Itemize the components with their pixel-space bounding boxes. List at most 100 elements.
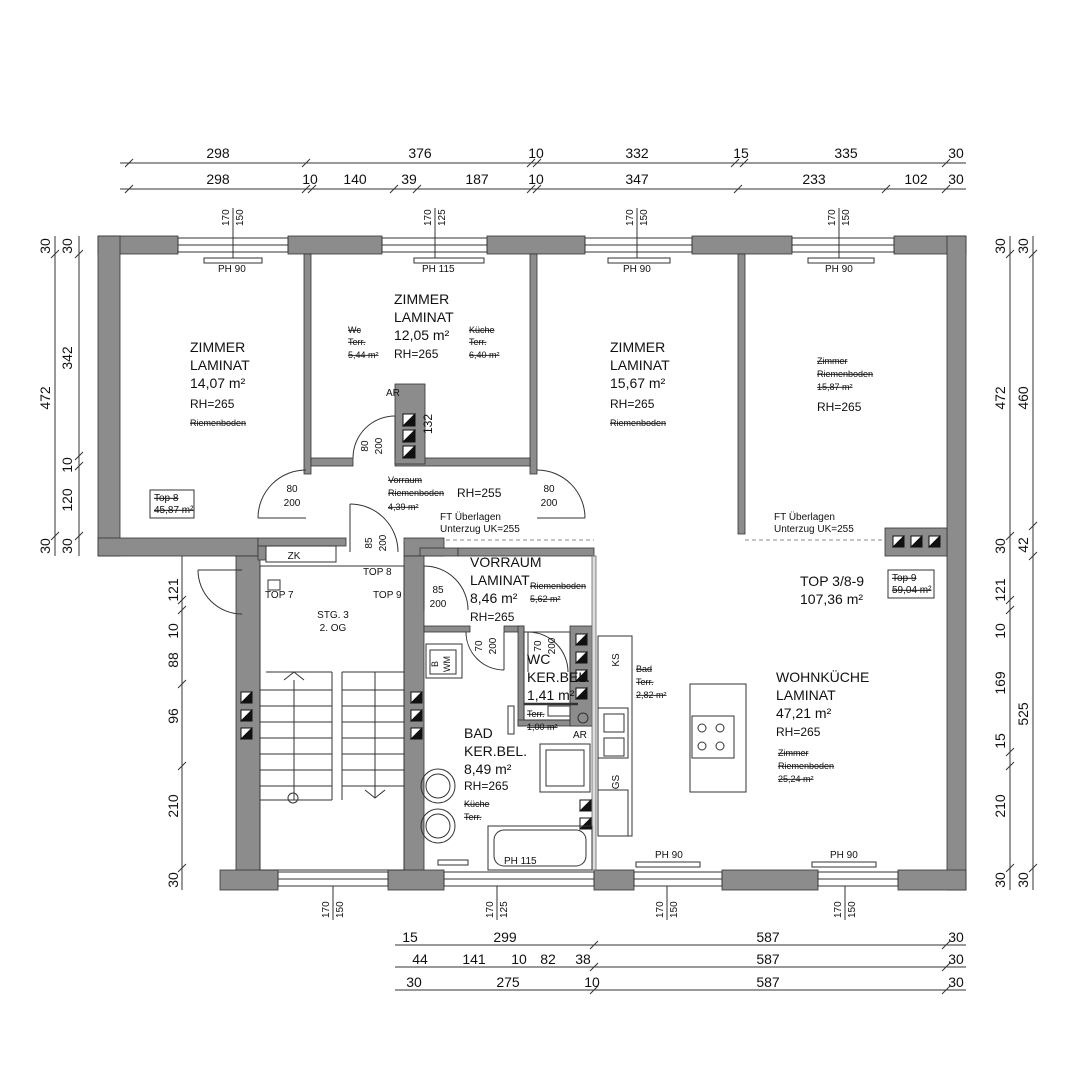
vorraum-top-old3: 4,39 m² xyxy=(388,502,419,512)
vorraum-old1: Riemenboden xyxy=(530,581,586,591)
shaft-markers xyxy=(239,412,941,830)
door3-w: 80 xyxy=(360,440,371,452)
dimension-lines xyxy=(54,162,1034,991)
win1-w: 170 xyxy=(221,209,232,226)
room3-floor: LAMINAT xyxy=(610,357,670,373)
dim-bot3-30: 30 xyxy=(406,974,422,990)
b-label: B xyxy=(430,661,440,667)
room3-old: Riemenboden xyxy=(610,418,666,428)
dim-left-30a: 30 xyxy=(37,238,53,254)
dim-lower-10: 10 xyxy=(165,623,181,639)
dim-rlower-169: 169 xyxy=(992,671,1008,695)
vorraum-top-old1: Vorraum xyxy=(388,475,422,485)
ft2-line2: Unterzug UK=255 xyxy=(774,524,854,535)
door2-w: 80 xyxy=(543,484,555,495)
win4-ph: PH 90 xyxy=(825,264,853,275)
bad-name: BAD xyxy=(464,725,493,741)
door5-h: 200 xyxy=(430,599,447,610)
dim-top2-10: 10 xyxy=(302,171,318,187)
wohn-rh: RH=265 xyxy=(776,725,821,739)
room2-floor: LAMINAT xyxy=(394,309,454,325)
room4-old1: Zimmer xyxy=(817,356,848,366)
dim-bot3-587: 587 xyxy=(756,974,780,990)
wohn-old3: 25,24 m² xyxy=(778,774,814,784)
dim-top2-39: 39 xyxy=(401,171,417,187)
dim-top2-102: 102 xyxy=(904,171,928,187)
room1-floor: LAMINAT xyxy=(190,357,250,373)
fixtures xyxy=(149,415,935,871)
wc-area: 1,41 m² xyxy=(527,687,575,703)
badterr-old3: 2,82 m² xyxy=(636,690,667,700)
win3-w: 170 xyxy=(625,209,636,226)
dim-bot1-587: 587 xyxy=(756,929,780,945)
room1-rh: RH=265 xyxy=(190,397,235,411)
room2-old-area1: 5,44 m² xyxy=(348,350,379,360)
badterr-old1: Bad xyxy=(636,664,652,674)
bad-floor: KER.BEL. xyxy=(464,743,527,759)
dim-top-10: 10 xyxy=(528,145,544,161)
dim-top-30: 30 xyxy=(948,145,964,161)
wc-old2: 1,00 m² xyxy=(527,722,558,732)
ft1-line2: Unterzug UK=255 xyxy=(440,524,520,535)
vorraum-area: 8,46 m² xyxy=(470,590,518,606)
room4-rh: RH=265 xyxy=(817,400,862,414)
winb-ph115: PH 115 xyxy=(504,856,537,867)
ft2-line1: FT Überlagen xyxy=(774,511,835,523)
ar1-label: AR xyxy=(386,388,400,399)
floor-label: 2. OG xyxy=(320,623,347,634)
dim-bot1-299: 299 xyxy=(493,929,517,945)
wohn-old2: Riemenboden xyxy=(778,761,834,771)
wc-old1: Terr. xyxy=(527,709,545,719)
dim-rlower-210: 210 xyxy=(992,794,1008,818)
room2-old-kueche: Küche xyxy=(469,325,495,335)
misc-labels: Top 8 45,87 m² Top 9 59,04 m² TOP 3/8-9 … xyxy=(154,388,932,789)
dim-rlower-121: 121 xyxy=(992,578,1008,602)
room1-name: ZIMMER xyxy=(190,339,245,355)
wohn-floor: LAMINAT xyxy=(776,687,836,703)
wc-floor: KER.BEL. xyxy=(527,669,590,685)
dim-bot2-10: 10 xyxy=(511,951,527,967)
dim-top2-233: 233 xyxy=(802,171,826,187)
dim-bot2-30: 30 xyxy=(948,951,964,967)
winb-ph90a: PH 90 xyxy=(655,850,683,861)
window-labels: 170 150 PH 90 170 125 PH 115 170 150 PH … xyxy=(218,209,858,918)
wohn-name: WOHNKÜCHE xyxy=(776,668,869,685)
badterr-old2: Terr. xyxy=(636,677,654,687)
top-total-label: TOP 3/8-9 xyxy=(800,573,864,589)
dim-bot2-44: 44 xyxy=(412,951,428,967)
dimension-text: 298 376 10 332 15 335 30 298 10 140 39 1… xyxy=(206,145,964,990)
dim-bot1-30: 30 xyxy=(948,929,964,945)
dimension-ticks xyxy=(50,158,1038,995)
win4-w: 170 xyxy=(827,209,838,226)
winb1-h: 150 xyxy=(335,901,346,918)
dim-bot2-38: 38 xyxy=(575,951,591,967)
dim-right2-525: 525 xyxy=(1015,702,1031,726)
room4-old3: 15,87 m² xyxy=(817,382,853,392)
win1-ph: PH 90 xyxy=(218,264,246,275)
room2-name: ZIMMER xyxy=(394,291,449,307)
dim-rlower-15: 15 xyxy=(992,733,1008,749)
winb3-w: 170 xyxy=(655,901,666,918)
dim-lower-30: 30 xyxy=(165,872,181,888)
top9-old-area: 59,04 m² xyxy=(892,585,932,596)
room2-old-wc: Wc xyxy=(348,325,361,335)
door2-h: 200 xyxy=(541,498,558,509)
bad-rh: RH=265 xyxy=(464,779,509,793)
dim-top2-30: 30 xyxy=(948,171,964,187)
dim-bot1-15: 15 xyxy=(402,929,418,945)
dim-top2-10b: 10 xyxy=(528,171,544,187)
top7-label: TOP 7 xyxy=(265,590,294,601)
door1-w: 80 xyxy=(286,484,298,495)
room3-name: ZIMMER xyxy=(610,339,665,355)
winb2-h: 125 xyxy=(499,901,510,918)
winb4-h: 150 xyxy=(847,901,858,918)
dim-lower-121: 121 xyxy=(165,578,181,602)
bad-old1: Küche xyxy=(464,799,490,809)
room1-area: 14,07 m² xyxy=(190,375,246,391)
dim-top2-140: 140 xyxy=(343,171,367,187)
dim-right2-30a: 30 xyxy=(1015,238,1031,254)
dim-right2-42: 42 xyxy=(1015,537,1031,553)
dim-left2-10: 10 xyxy=(59,457,75,473)
room3-area: 15,67 m² xyxy=(610,375,666,391)
win3-ph: PH 90 xyxy=(623,264,651,275)
